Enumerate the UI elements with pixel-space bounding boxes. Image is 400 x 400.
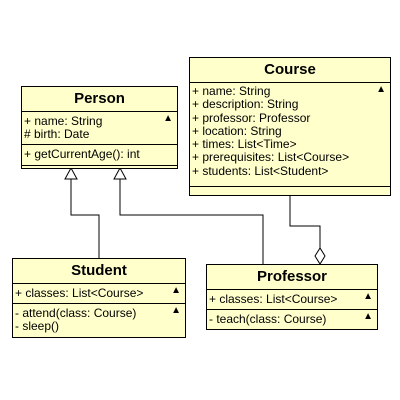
- class-title: Course: [190, 58, 390, 83]
- chevron-up-icon[interactable]: ▲: [163, 113, 173, 124]
- attributes-compartment: + name: String # birth: Date ▲: [22, 112, 177, 145]
- attribute-row: + professor: Professor: [192, 110, 311, 125]
- professor-generalization-line: [119, 179, 264, 264]
- chevron-up-icon[interactable]: ▲: [171, 305, 181, 316]
- class-student[interactable]: Student + classes: List<Course> ▲ - atte…: [12, 258, 186, 338]
- attribute-row: + students: List<Student>: [192, 163, 329, 178]
- class-title: Professor: [207, 265, 377, 290]
- professor-generalization-arrowhead: [113, 166, 127, 180]
- aggregation-diamond: [314, 247, 326, 265]
- method-row: - teach(class: Course): [209, 312, 327, 326]
- attribute-row: + description: String: [192, 97, 299, 112]
- class-professor[interactable]: Professor + classes: List<Course> ▲ - te…: [206, 264, 378, 330]
- attributes-compartment: + classes: List<Course> ▲: [207, 290, 377, 310]
- chevron-up-icon[interactable]: ▲: [363, 311, 373, 322]
- attribute-row: + classes: List<Course>: [15, 286, 144, 300]
- class-course[interactable]: Course + name: String + description: Str…: [189, 57, 391, 196]
- chevron-up-icon[interactable]: ▲: [376, 84, 386, 95]
- class-title: Person: [22, 87, 177, 112]
- attribute-row: # birth: Date: [24, 127, 90, 142]
- chevron-up-icon[interactable]: ▲: [363, 291, 373, 302]
- attribute-row: + times: List<Time>: [192, 137, 297, 152]
- attributes-compartment: + classes: List<Course> ▲: [13, 284, 185, 304]
- attribute-row: + name: String: [24, 114, 103, 128]
- student-generalization-line: [70, 179, 100, 258]
- chevron-up-icon[interactable]: ▲: [171, 285, 181, 296]
- attribute-row: + name: String: [192, 84, 271, 98]
- attributes-compartment: + name: String + description: String + p…: [190, 83, 390, 187]
- method-row: + getCurrentAge(): int: [24, 147, 140, 161]
- attribute-row: + prerequisites: List<Course>: [192, 150, 350, 165]
- class-person[interactable]: Person + name: String # birth: Date ▲ + …: [21, 86, 178, 169]
- methods-compartment: [190, 187, 390, 195]
- student-generalization-arrowhead: [64, 166, 78, 180]
- attribute-row: + classes: List<Course>: [209, 292, 338, 306]
- method-row: - attend(class: Course): [15, 306, 137, 320]
- aggregation-line: [289, 196, 321, 248]
- methods-compartment: - teach(class: Course) ▲: [207, 310, 377, 329]
- class-title: Student: [13, 259, 185, 284]
- methods-compartment: + getCurrentAge(): int: [22, 145, 177, 166]
- methods-compartment: - attend(class: Course) - sleep() ▲: [13, 304, 185, 337]
- attribute-row: + location: String: [192, 123, 282, 138]
- method-row: - sleep(): [15, 319, 60, 334]
